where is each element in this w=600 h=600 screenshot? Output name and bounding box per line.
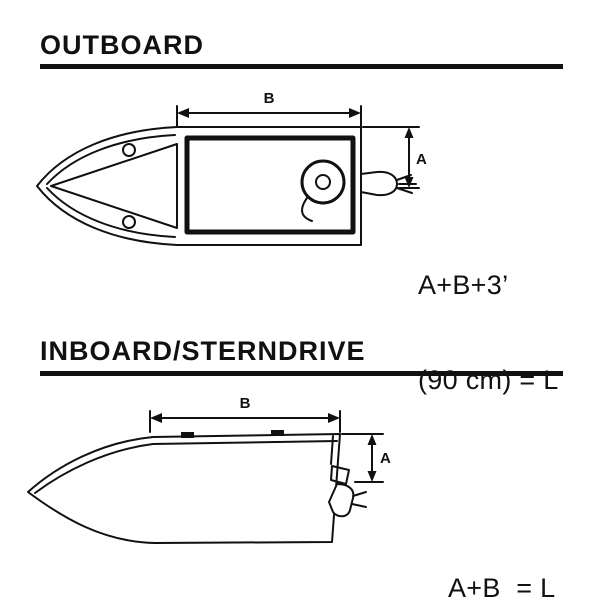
sterndrive-pod [328,483,355,518]
inboard-dim-b-arrow-right [328,413,340,423]
inboard-dim-a-label: A [380,450,391,467]
inboard-dim-a-arrow-bottom [367,471,377,482]
inboard-dim-b-label: B [240,395,251,412]
outboard-formula-line2: (90 cm) = L [418,365,559,396]
outboard-dim-a-arrow-top [404,127,414,138]
inboard-divider-rule [40,371,563,376]
inboard-dim-a-arrow-top [367,434,377,445]
inboard-dim-b-ticks [149,410,341,433]
inboard-dim-b-arrow-left [150,413,162,423]
outboard-engine-cowl [300,159,346,205]
outboard-dim-b-arrow-right [349,108,361,118]
inboard-dim-a-extensions [341,433,384,483]
outboard-cockpit [184,135,356,235]
outboard-inner-gunwale-bottom [46,187,176,238]
outboard-boat-diagram: B A [36,90,427,246]
outboard-motor-pod [360,170,398,197]
inboard-deck-cleat-right [271,430,284,436]
inboard-formula: A+B = L [448,509,555,600]
inboard-transom-inner-line [330,435,334,465]
inboard-formula-line: A+B = L [448,572,556,600]
outboard-formula: A+B+3’ (90 cm) = L [418,206,559,461]
outboard-hull-outline [36,126,362,246]
outboard-dimension-lines [176,105,420,189]
outboard-dim-b-ticks [176,105,362,127]
outboard-dim-b-arrow-left [177,108,189,118]
inboard-sheer-line [34,440,338,494]
sterndrive-bracket [330,465,350,485]
outboard-dim-a-label: A [416,151,427,168]
outboard-bow-deck-seams [50,143,178,229]
sterndrive-propeller [351,491,367,508]
inboard-boat-drawing [27,430,367,544]
outboard-section-title: OUTBOARD [40,30,204,60]
outboard-dim-b-label: B [264,90,275,107]
outboard-deck-fitting-top [122,143,136,157]
outboard-deck-fitting-bottom [122,215,136,229]
inboard-section-title: INBOARD/STERNDRIVE [40,336,366,366]
inboard-deck-cleat-left [181,432,194,438]
outboard-boat-drawing [36,126,417,246]
outboard-formula-line1: A+B+3’ [418,269,509,300]
outboard-inner-gunwale-top [46,134,176,185]
outboard-divider-rule [40,64,563,69]
inboard-boat-diagram: B A [27,395,391,544]
outboard-engine-cap [315,174,331,190]
inboard-dimension-lines [149,410,384,483]
inboard-hull-outline [27,433,341,544]
outboard-dim-a-arrow-bottom [404,177,414,188]
outboard-steering-cable [301,197,313,222]
